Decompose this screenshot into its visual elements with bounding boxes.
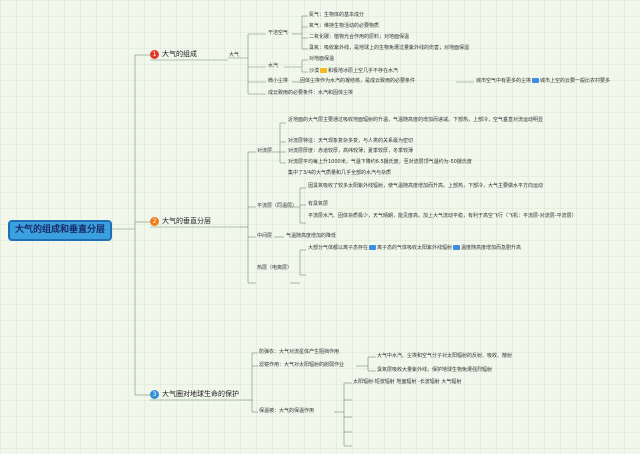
node-thermosphere[interactable]: 热层（电离层） <box>257 265 293 271</box>
node-co2[interactable]: 二氧化碳：植物光合作用的原料；对地面保温 <box>309 34 410 40</box>
link-icon <box>532 78 540 83</box>
polar-label: 和极地冰原上空几乎不存在水汽 <box>328 68 399 74</box>
number-badge: 3 <box>150 390 159 399</box>
node-strato-ozone[interactable]: 有臭氧层 <box>308 201 329 207</box>
node-water-vapor[interactable]: 水汽 <box>268 63 279 69</box>
node-stratosphere[interactable]: 平流层（同温层） <box>257 203 298 209</box>
node-tropo-thickness[interactable]: 对流层厚度：赤道较厚，高纬较薄；夏季较厚，冬季较薄 <box>288 148 414 154</box>
node-atmosphere[interactable]: 大气 <box>229 52 240 58</box>
node-protect-shield[interactable]: 防弹衣：大气对流星体产生阻挡作用 <box>259 349 340 355</box>
node-tropo-temp[interactable]: 近地面的大气层主要通过吸收地面辐射的升温，气温随高度的增加而递减。下部热，上部冷… <box>288 117 544 123</box>
thermo-uv-label: 离子态的气体吸收太阳紫外线辐射 <box>377 245 453 251</box>
node-insulate[interactable]: 保温被：大气的保温作用 <box>259 408 315 414</box>
node-tropo-lapse[interactable]: 对流层平均每上升1000米，气温下降约6.5摄氏度，至对流层顶气温约为-50摄氏… <box>288 159 472 165</box>
topic-composition-label: 大气的组成 <box>162 50 197 58</box>
node-tropo-feature[interactable]: 对流层特征：天气现象复杂多变，与人类的关系最为密切 <box>288 138 414 144</box>
link-icon <box>369 245 377 250</box>
topic-protection-label: 大气圈对地球生命的保护 <box>162 390 239 398</box>
node-dust-desc[interactable]: 固体尘埃作为水汽的凝结核，是成云致雨的必要条件 <box>300 78 416 84</box>
node-strato-temp[interactable]: 因臭氧吸收了较多太阳紫外线辐射，使气温随高度增加而升高。上部热，下部冷，大气主要… <box>308 183 544 189</box>
node-radiation[interactable]: 太阳辐射-短波辐射 地面辐射 -长波辐射 大气辐射 <box>353 379 462 385</box>
folder-icon <box>320 68 328 73</box>
city-dust-label: 城市空气中有更多的尘埃 <box>476 78 532 84</box>
link-icon <box>453 245 461 250</box>
node-filter[interactable]: 滤镜作用：大气对太阳辐射的削弱作业 <box>259 362 345 368</box>
node-water-desert[interactable]: 沙漠 和极地冰原上空几乎不存在水汽 <box>309 68 398 75</box>
thermo-ion-label: 大部分气体都以离子态存在 <box>308 245 369 251</box>
node-nitrogen[interactable]: 氮气：生物体的基本成分 <box>309 12 365 18</box>
node-ozone[interactable]: 臭氧：吸收紫外线，是地球上的生物免遭过量紫外线的伤害；对地面保湿 <box>309 45 470 51</box>
number-badge: 2 <box>150 217 159 226</box>
node-thermo-desc[interactable]: 大部分气体都以离子态存在 离子态的气体吸收太阳紫外线辐射 温度随高度增加而急剧升高 <box>308 245 523 252</box>
node-water-insulate[interactable]: 对地面保温 <box>309 56 335 62</box>
root-topic[interactable]: 大气的组成和垂直分层 <box>8 220 112 241</box>
node-meso-desc[interactable]: 气温随高度增加的降低 <box>286 233 337 239</box>
node-dry-air[interactable]: 干洁空气 <box>268 30 289 36</box>
node-cloud-condition[interactable]: 成云致雨的必要条件：水汽和固体尘埃 <box>268 90 354 96</box>
node-filter-ozone[interactable]: 臭氧层吸收大量紫外线，保护地球生物免遭强烈辐射 <box>377 367 493 373</box>
city-cloud-label: 城市上空的云要一般比农村要多 <box>540 78 611 84</box>
node-filter-scatter[interactable]: 大气中水汽、尘埃和空气分子对太阳辐射的反射、吸收、散射 <box>377 353 513 359</box>
desert-label: 沙漠 <box>309 68 320 74</box>
node-oxygen[interactable]: 氧气：维持生物活动的必要物质 <box>309 23 380 29</box>
thermo-rise-label: 温度随高度增加而急剧升高 <box>461 245 522 251</box>
node-dust[interactable]: 微小尘埃 <box>268 78 289 84</box>
node-tropo-mass[interactable]: 集中了3/4的大气质量和几乎全部的水汽与杂质 <box>288 170 392 176</box>
topic-vertical-label: 大气的垂直分层 <box>162 217 211 225</box>
node-mesosphere[interactable]: 中间层 <box>257 233 273 239</box>
node-strato-flight[interactable]: 平流层水汽、固体杂质极少，天气晴朗，能见度高。加上大气流动平稳，有利于高空飞行（… <box>308 213 577 219</box>
node-troposphere[interactable]: 对流层 <box>257 148 273 154</box>
node-dust-city[interactable]: 城市空气中有更多的尘埃 城市上空的云要一般比农村要多 <box>476 78 610 85</box>
number-badge: 1 <box>150 50 159 59</box>
